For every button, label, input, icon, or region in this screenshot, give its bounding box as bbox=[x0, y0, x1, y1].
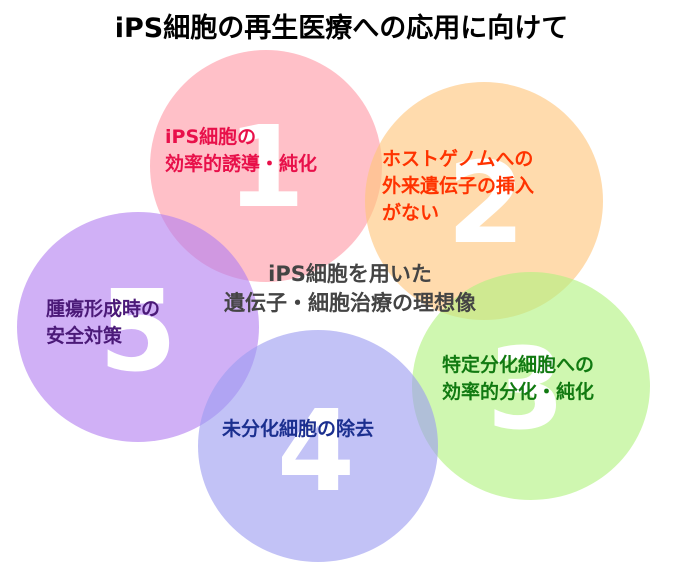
number-4: 4 bbox=[277, 387, 355, 517]
item-2-label: ホストゲノムへの 外来遺伝子の挿入 がない bbox=[382, 146, 534, 227]
item-1-label: iPS細胞の 効率的誘導・純化 bbox=[165, 124, 317, 178]
center-line-2: 遺伝子・細胞治療の理想像 bbox=[224, 291, 476, 315]
item-5-line-2: 安全対策 bbox=[46, 325, 123, 347]
item-3-line-1: 特定分化細胞への bbox=[442, 354, 595, 376]
item-2-line-2: 外来遺伝子の挿入 bbox=[382, 175, 535, 197]
item-5-label: 腫瘍形成時の 安全対策 bbox=[46, 296, 160, 350]
item-5-line-1: 腫瘍形成時の bbox=[46, 298, 161, 320]
item-2-line-3: がない bbox=[382, 202, 440, 224]
item-4-label: 未分化細胞の除去 bbox=[222, 416, 374, 443]
center-label: iPS細胞を用いた 遺伝子・細胞治療の理想像 bbox=[180, 260, 520, 318]
circle-3 bbox=[412, 272, 650, 500]
number-2: 2 bbox=[447, 139, 525, 269]
item-3-line-2: 効率的分化・純化 bbox=[442, 381, 595, 403]
number-5: 5 bbox=[99, 267, 177, 397]
item-2-line-1: ホストゲノムへの bbox=[382, 148, 534, 170]
item-1-line-2: 効率的誘導・純化 bbox=[165, 153, 318, 175]
number-1: 1 bbox=[227, 103, 305, 233]
diagram-title: iPS細胞の再生医療への応用に向けて bbox=[114, 13, 569, 44]
number-3: 3 bbox=[487, 325, 565, 455]
circle-4 bbox=[198, 330, 438, 562]
item-1-line-1: iPS細胞の bbox=[165, 126, 257, 148]
item-4-line-1: 未分化細胞の除去 bbox=[222, 418, 375, 440]
center-line-1: iPS細胞を用いた bbox=[268, 262, 432, 286]
item-3-label: 特定分化細胞への 効率的分化・純化 bbox=[442, 352, 594, 406]
